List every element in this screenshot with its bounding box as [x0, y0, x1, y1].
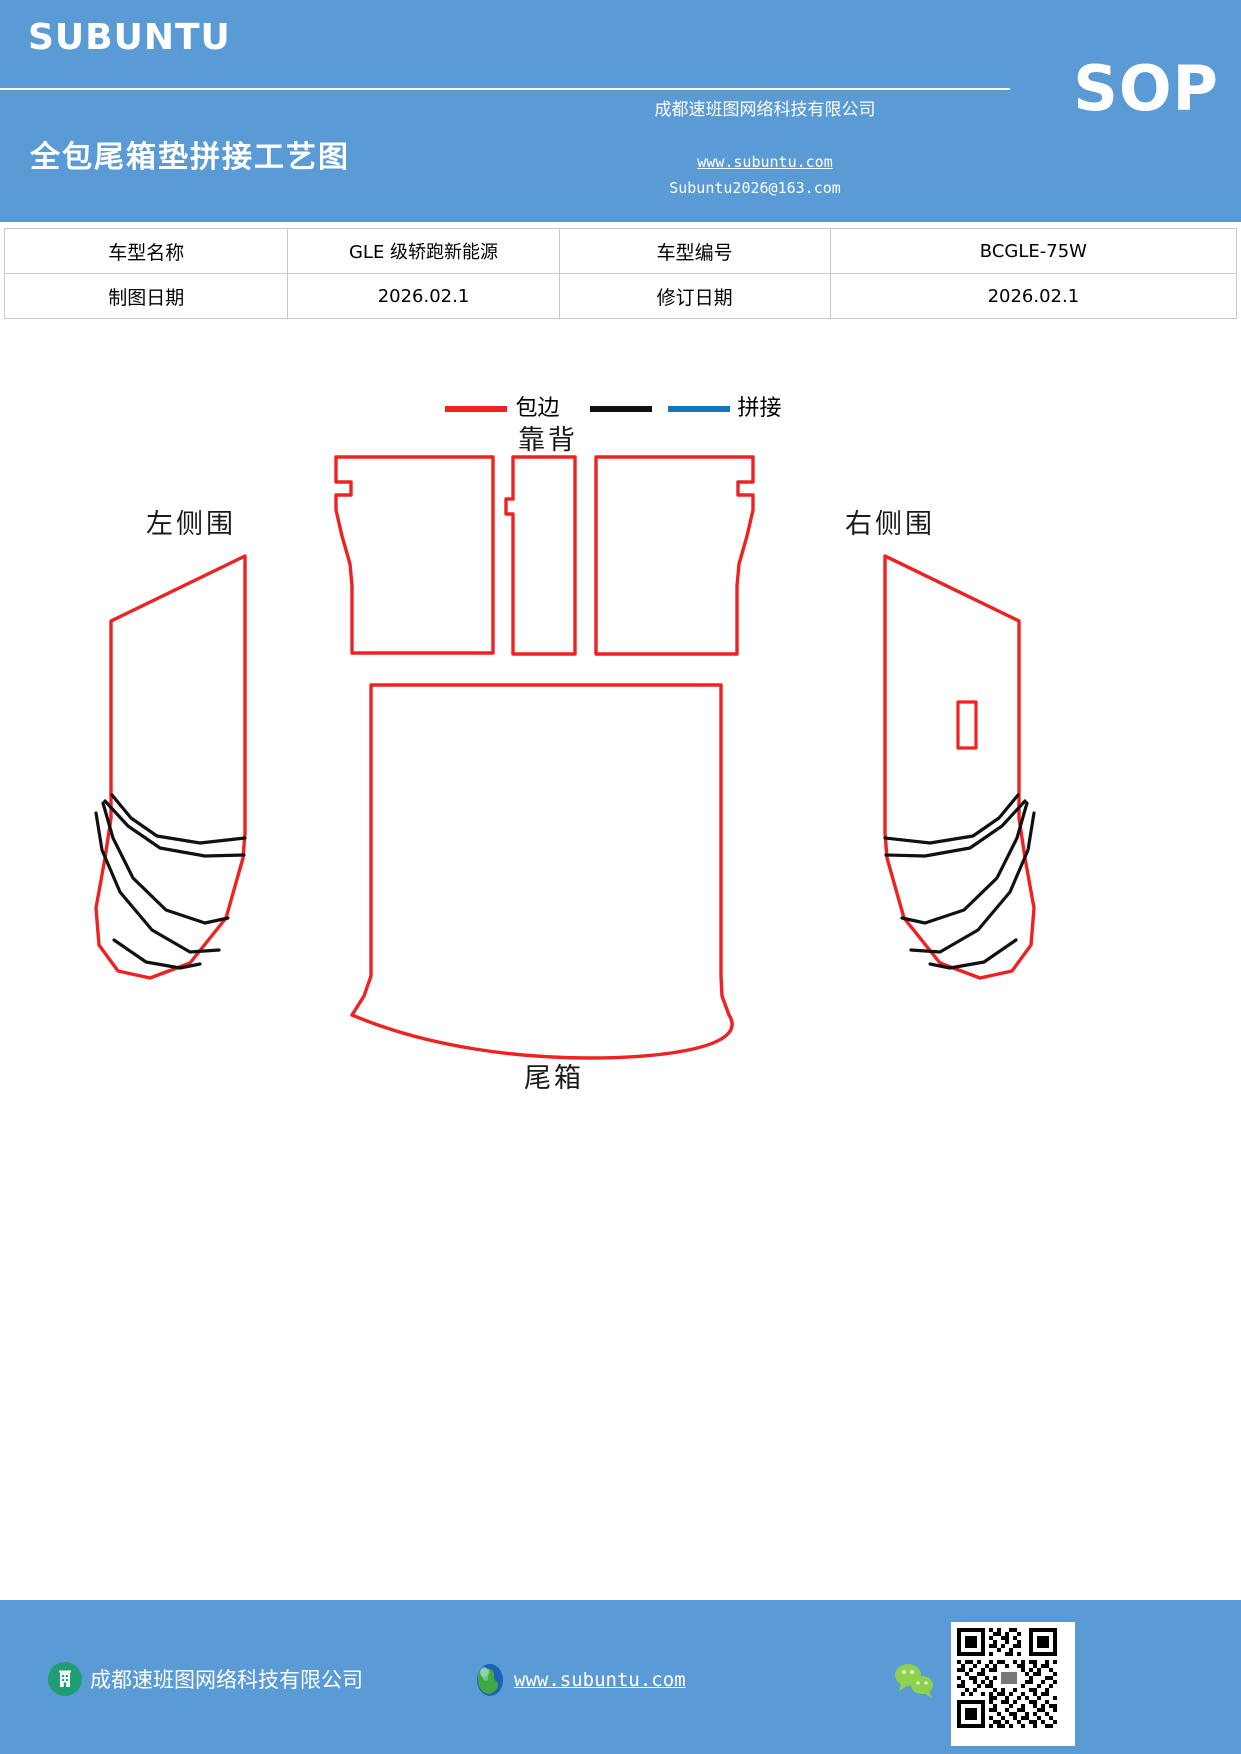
- cell-draw-date-label: 制图日期: [3, 273, 289, 319]
- cell-revise-date-value: 2026.02.1: [829, 273, 1238, 319]
- page-footer: 成都速班图网络科技有限公司 www.subuntu.com: [0, 1600, 1241, 1754]
- part-backrest-left: [334, 455, 495, 655]
- cell-model-code-value: BCGLE-75W: [829, 228, 1238, 274]
- part-label-backrest: 靠背: [518, 425, 578, 456]
- qr-code: [951, 1622, 1075, 1746]
- left-side-seam-5: [112, 938, 202, 970]
- part-label-trunk: 尾箱: [524, 1063, 584, 1094]
- right-side-seam-3: [900, 801, 1029, 925]
- legend: 包边 拼接: [0, 398, 1241, 420]
- cell-revise-date-label: 修订日期: [558, 273, 831, 319]
- header-website-link[interactable]: www.subuntu.com: [697, 153, 833, 171]
- cell-model-code-label: 车型编号: [558, 228, 831, 274]
- right-side-seam-5: [928, 938, 1018, 970]
- part-trunk-floor: [350, 683, 734, 1060]
- legend-swatch-seam-blue: [667, 406, 730, 412]
- right-side-seam-1: [883, 793, 1020, 845]
- table-row: 车型名称 GLE 级轿跑新能源 车型编号 BCGLE-75W: [3, 228, 1238, 274]
- header-email: Subuntu2026@163.com: [669, 179, 841, 197]
- left-side-outline: [94, 554, 247, 980]
- cell-draw-date-value: 2026.02.1: [287, 273, 560, 319]
- footer-company-block: 成都速班图网络科技有限公司: [48, 1662, 363, 1696]
- backrest-right-outline: [594, 455, 755, 656]
- globe-icon: [472, 1662, 508, 1698]
- header-company-name: 成都速班图网络科技有限公司: [654, 100, 876, 120]
- cell-model-name-label: 车型名称: [3, 228, 289, 274]
- header-divider: [0, 88, 1010, 90]
- part-left-side-panel: [94, 554, 247, 980]
- legend-label-binding: 包边: [515, 396, 560, 421]
- vehicle-info-table: 车型名称 GLE 级轿跑新能源 车型编号 BCGLE-75W 制图日期 2026…: [3, 228, 1238, 319]
- legend-label-seam: 拼接: [737, 396, 782, 421]
- part-label-right-side: 右侧围: [845, 509, 935, 540]
- parts-outline-svg: [94, 455, 1036, 1060]
- table-row: 制图日期 2026.02.1 修订日期 2026.02.1: [3, 273, 1238, 319]
- page-header: SUBUNTU 全包尾箱垫拼接工艺图 SOP 成都速班图网络科技有限公司 www…: [0, 0, 1241, 222]
- left-side-seam-1: [110, 793, 247, 845]
- right-side-seam-2: [884, 799, 1027, 858]
- left-side-seam-3: [101, 801, 230, 925]
- backrest-left-outline: [334, 455, 495, 655]
- building-icon: [48, 1662, 82, 1696]
- part-backrest-center: [504, 455, 577, 656]
- wechat-icon: [893, 1660, 939, 1700]
- cell-model-name-value: GLE 级轿跑新能源: [287, 228, 560, 274]
- page-title: 全包尾箱垫拼接工艺图: [30, 140, 350, 175]
- part-backrest-right: [594, 455, 755, 656]
- right-side-slot: [956, 700, 978, 750]
- sop-badge: SOP: [1073, 52, 1219, 125]
- footer-website-block[interactable]: www.subuntu.com: [472, 1662, 686, 1698]
- trunk-floor-outline: [350, 683, 734, 1060]
- legend-swatch-binding: [445, 406, 508, 412]
- legend-swatch-seam-black: [589, 406, 652, 412]
- right-side-seam-4: [909, 811, 1036, 954]
- footer-company-name: 成都速班图网络科技有限公司: [90, 1668, 363, 1692]
- brand-logo: SUBUNTU: [28, 17, 231, 58]
- technical-drawing-area: 左侧围 靠背 右侧围 尾箱: [0, 418, 1241, 1138]
- part-label-left-side: 左侧围: [146, 509, 236, 540]
- left-side-seam-2: [103, 799, 246, 858]
- backrest-center-outline: [504, 455, 577, 656]
- part-right-side-panel: [883, 554, 1036, 980]
- footer-website-link[interactable]: www.subuntu.com: [514, 1669, 686, 1691]
- left-side-seam-4: [94, 811, 221, 954]
- right-side-outline: [883, 554, 1036, 980]
